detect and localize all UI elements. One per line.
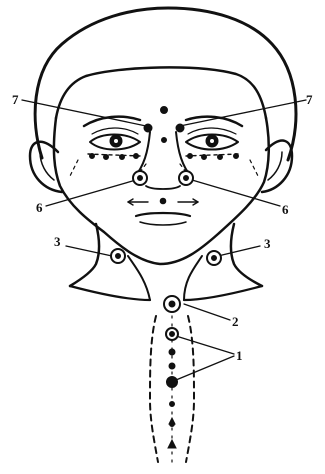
leader-1-a bbox=[176, 336, 234, 354]
leader-7-left bbox=[22, 100, 146, 126]
label-7-left: 7 bbox=[12, 92, 19, 107]
point-chest-small-1 bbox=[169, 349, 175, 355]
label-3-left: 3 bbox=[54, 234, 61, 249]
neck-right-line bbox=[231, 224, 262, 286]
point-7-left bbox=[144, 124, 152, 132]
point-chest-small-2 bbox=[169, 363, 175, 369]
neck-ridge-left bbox=[128, 256, 150, 300]
left-ear bbox=[30, 142, 62, 192]
point-upper-lip bbox=[160, 198, 166, 204]
neck-ridge-right bbox=[184, 256, 202, 300]
label-6-right: 6 bbox=[282, 202, 289, 217]
label-1: 1 bbox=[236, 348, 243, 363]
left-eyebrow bbox=[84, 117, 140, 126]
leader-1-b bbox=[176, 356, 234, 380]
right-eyebrow bbox=[186, 117, 242, 126]
point-1-lower bbox=[167, 377, 178, 388]
point-chest-small-3 bbox=[170, 402, 175, 407]
mouth bbox=[136, 213, 190, 216]
chest-dash-left bbox=[150, 316, 158, 462]
label-3-right: 3 bbox=[264, 236, 271, 251]
chest-dash-right bbox=[186, 316, 194, 462]
point-forehead-center bbox=[161, 107, 168, 114]
leader-6-right bbox=[192, 180, 280, 206]
neck-left-line bbox=[70, 224, 99, 286]
collarbone-right bbox=[184, 286, 262, 300]
forehead-dash-line bbox=[88, 154, 140, 156]
leader-3-left bbox=[66, 246, 112, 256]
point-7-right bbox=[176, 124, 184, 132]
leader-7-right bbox=[180, 100, 306, 126]
label-6-left: 6 bbox=[36, 200, 43, 215]
label-2: 2 bbox=[232, 314, 239, 329]
label-7-right: 7 bbox=[306, 92, 313, 107]
collarbone-left bbox=[70, 286, 150, 300]
point-nose-bridge bbox=[162, 138, 167, 143]
leader-2 bbox=[184, 304, 230, 320]
chest-arrow-up bbox=[168, 440, 176, 448]
point-under-eye bbox=[90, 154, 95, 159]
leader-3-right bbox=[218, 246, 260, 256]
